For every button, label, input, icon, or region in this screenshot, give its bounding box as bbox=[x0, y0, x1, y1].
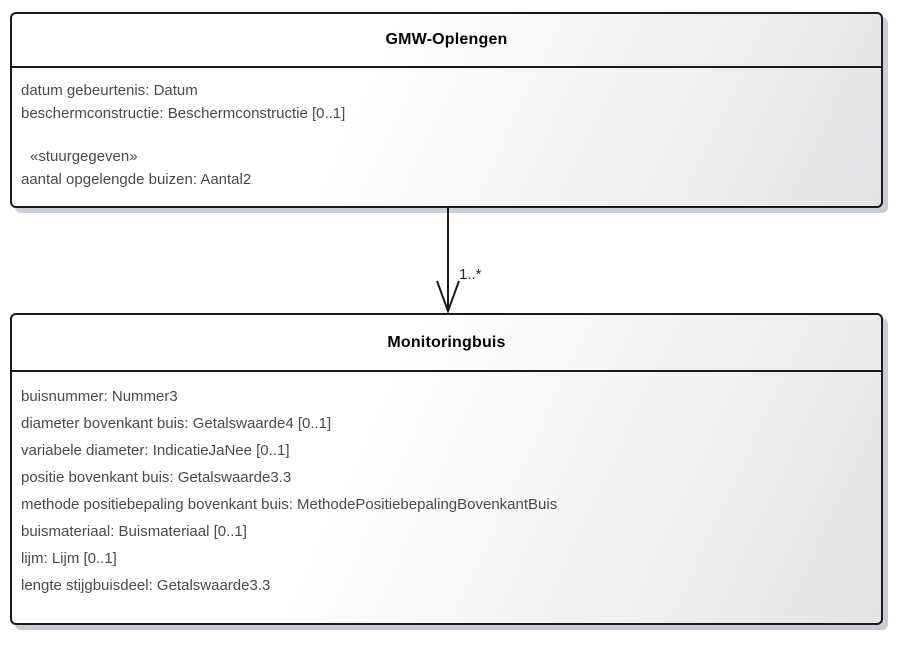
class-attributes-compartment: datum gebeurtenis: Datum beschermconstru… bbox=[12, 68, 881, 191]
attribute-line: beschermconstructie: Beschermconstructie… bbox=[21, 105, 346, 122]
class-box-monitoringbuis[interactable]: Monitoringbuis buisnummer: Nummer3 diame… bbox=[10, 313, 883, 625]
attribute-line: buismateriaal: Buismateriaal [0..1] bbox=[21, 523, 247, 540]
attribute-line: variabele diameter: IndicatieJaNee [0..1… bbox=[21, 442, 290, 459]
open-arrowhead-icon bbox=[436, 280, 460, 314]
attribute-line: lengte stijgbuisdeel: Getalswaarde3.3 bbox=[21, 577, 271, 594]
class-header: GMW-Oplengen bbox=[12, 14, 881, 68]
attribute-line: methode positiebepaling bovenkant buis: … bbox=[21, 496, 558, 513]
class-title: GMW-Oplengen bbox=[385, 31, 508, 48]
attribute-line: aantal opgelengde buizen: Aantal2 bbox=[21, 171, 252, 188]
class-box-gmw-oplengen[interactable]: GMW-Oplengen datum gebeurtenis: Datum be… bbox=[10, 12, 883, 208]
attribute-line: positie bovenkant buis: Getalswaarde3.3 bbox=[21, 469, 292, 486]
class-header: Monitoringbuis bbox=[12, 315, 881, 372]
attribute-line: buisnummer: Nummer3 bbox=[21, 388, 178, 405]
class-title: Monitoringbuis bbox=[387, 333, 506, 351]
attribute-line: lijm: Lijm [0..1] bbox=[21, 550, 117, 567]
class-attributes-compartment: buisnummer: Nummer3 diameter bovenkant b… bbox=[12, 372, 881, 599]
multiplicity-label: 1..* bbox=[459, 266, 482, 283]
stereotype-group: «stuurgegeven» aantal opgelengde buizen:… bbox=[21, 145, 873, 191]
stereotype-label: «stuurgegeven» bbox=[30, 148, 138, 165]
attribute-line: datum gebeurtenis: Datum bbox=[21, 82, 198, 99]
attribute-line: diameter bovenkant buis: Getalswaarde4 [… bbox=[21, 415, 332, 432]
